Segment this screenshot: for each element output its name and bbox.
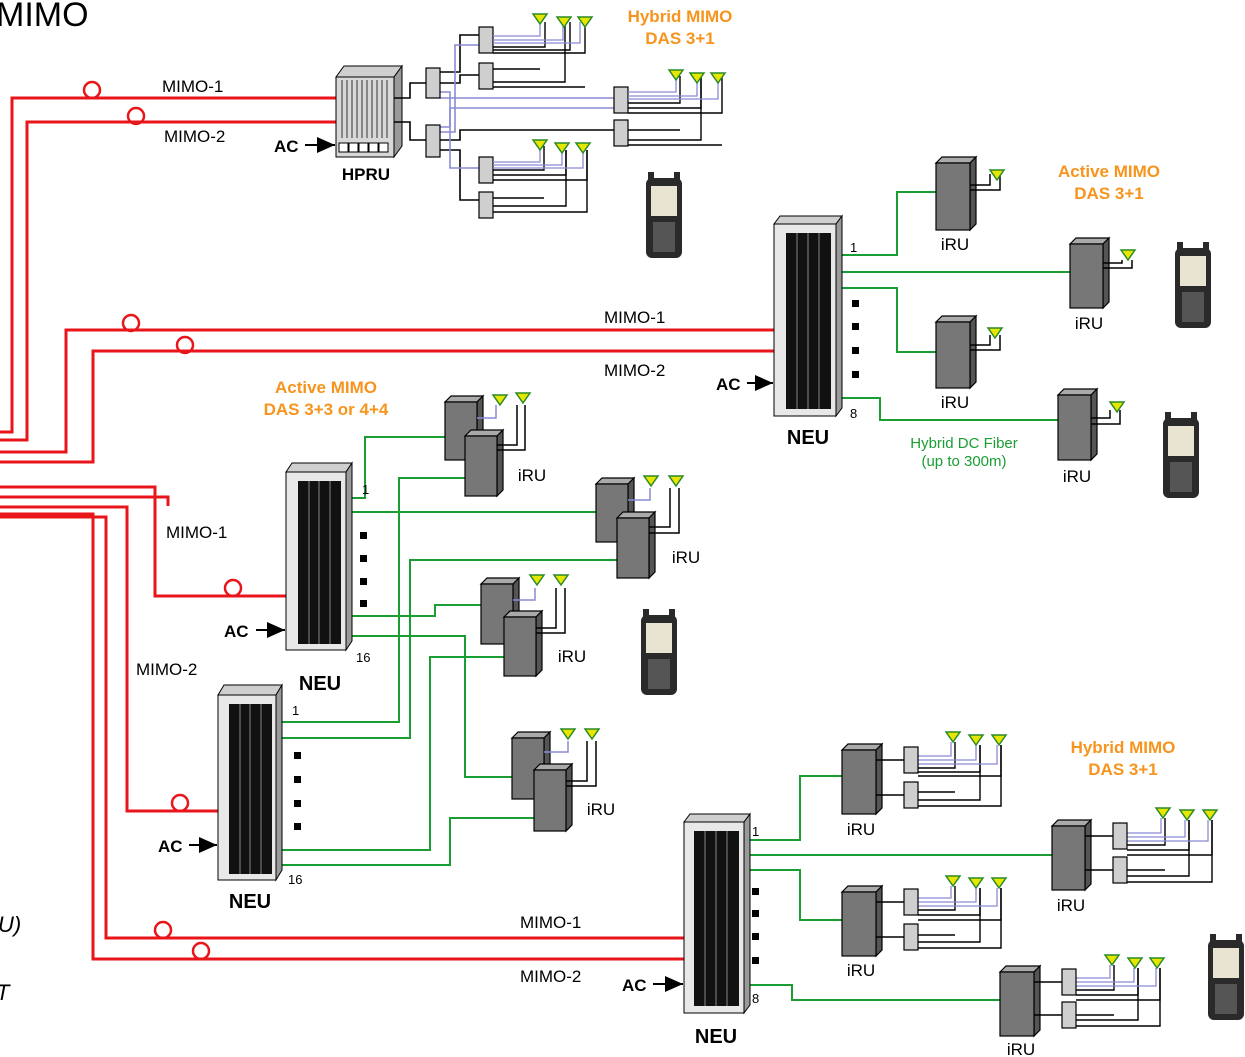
neu-mid-upper <box>286 463 352 650</box>
mimo2-label: MIMO-2 <box>136 660 197 679</box>
mimo1-label: MIMO-1 <box>166 523 227 542</box>
iru-label: iRU <box>941 235 969 254</box>
ac-label: AC <box>716 375 741 394</box>
iru-label: iRU <box>1075 314 1103 333</box>
iru-label: iRU <box>1057 896 1085 915</box>
left-text-fragment: T <box>0 980 11 1005</box>
left-text-fragment: U) <box>0 912 21 937</box>
iru-label: iRU <box>587 800 615 819</box>
ac-label: AC <box>274 137 299 156</box>
mimo2-label: MIMO-2 <box>520 967 581 986</box>
ac-label: AC <box>224 622 249 641</box>
port-number: 16 <box>356 650 370 665</box>
neu-label: NEU <box>229 891 271 913</box>
mimo2-label: MIMO-2 <box>164 127 225 146</box>
iru-label: iRU <box>672 548 700 567</box>
group-label: DAS 3+1 <box>1088 760 1157 779</box>
iru-label: iRU <box>847 820 875 839</box>
handset-icon <box>641 609 677 695</box>
group-label: Active MIMO <box>275 378 377 397</box>
bottom-hybrid-splitters <box>876 742 1212 1028</box>
iru-label: iRU <box>1063 467 1091 486</box>
port-number: 8 <box>752 991 759 1006</box>
port-number: 16 <box>288 872 302 887</box>
mimo2-label: MIMO-2 <box>604 361 665 380</box>
port-number: 1 <box>850 240 857 255</box>
handset-icon <box>646 172 682 258</box>
group-label: DAS 3+1 <box>1074 184 1143 203</box>
neu-label: NEU <box>695 1026 737 1048</box>
port-number: 1 <box>292 703 299 718</box>
handset-icon <box>1208 934 1244 1020</box>
neu-top-right <box>774 216 842 416</box>
ac-label: AC <box>622 976 647 995</box>
group-label: Active MIMO <box>1058 162 1160 181</box>
feed-circles <box>84 82 241 959</box>
neu-mid-lower <box>218 685 282 880</box>
group-label: Hybrid MIMO <box>1071 738 1176 757</box>
fiber-note: Hybrid DC Fiber <box>910 435 1018 452</box>
neu-bottom <box>684 814 750 1013</box>
mimo1-label: MIMO-1 <box>604 308 665 327</box>
group-label: DAS 3+3 or 4+4 <box>264 400 389 419</box>
mimo1-label: MIMO-1 <box>162 77 223 96</box>
hpru-label: HPRU <box>342 165 390 184</box>
handset-icon <box>1175 242 1211 328</box>
hpru-unit <box>336 66 402 157</box>
port-number: 1 <box>362 482 369 497</box>
handset-icon <box>1163 412 1199 498</box>
mimo1-label: MIMO-1 <box>520 913 581 932</box>
iru-label: iRU <box>847 961 875 980</box>
page-title-fragment: MIMO <box>0 0 89 34</box>
iru-label: iRU <box>1007 1040 1035 1057</box>
group-label: Hybrid MIMO <box>628 7 733 26</box>
port-number: 1 <box>752 824 759 839</box>
fiber-note: (up to 300m) <box>921 453 1006 470</box>
group-label: DAS 3+1 <box>645 29 714 48</box>
neu-label: NEU <box>299 673 341 695</box>
iru-label: iRU <box>518 466 546 485</box>
port-number: 8 <box>850 406 857 421</box>
ac-label: AC <box>158 837 183 856</box>
neu-label: NEU <box>787 427 829 449</box>
iru-label: iRU <box>558 647 586 666</box>
iru-label: iRU <box>941 393 969 412</box>
